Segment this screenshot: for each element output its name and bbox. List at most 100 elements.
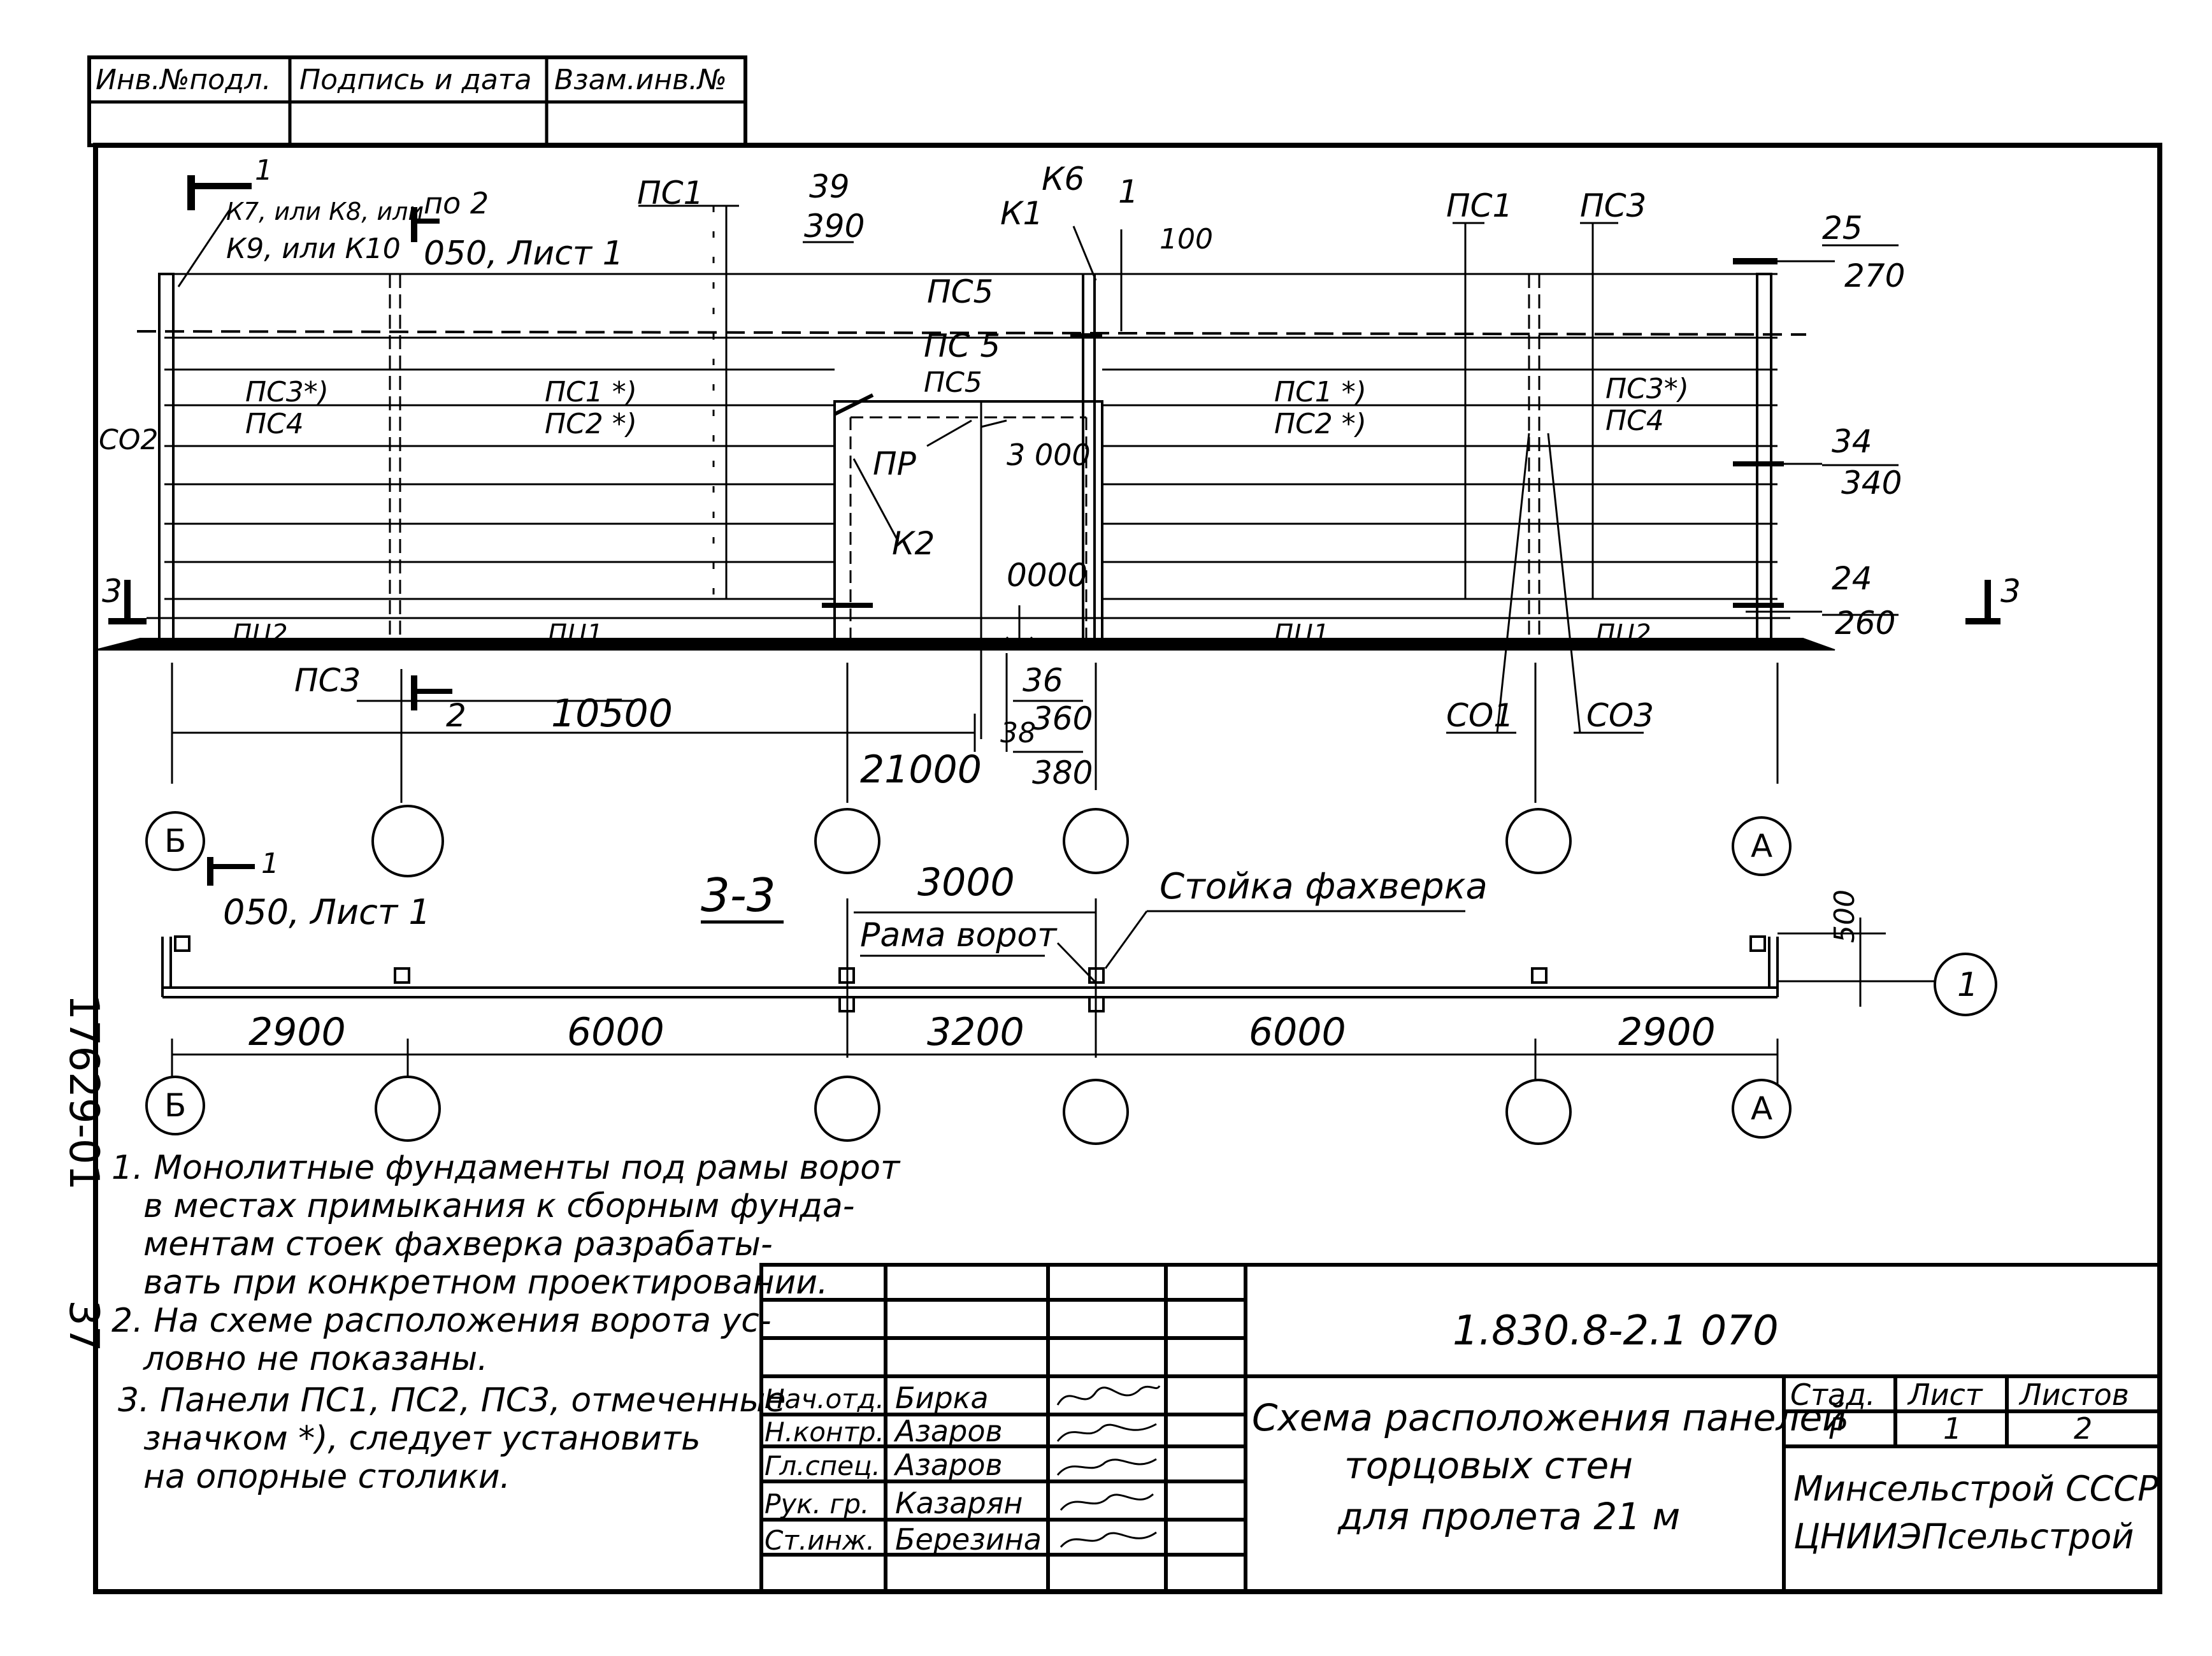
label-34: 34: [1832, 423, 1872, 460]
role-2: Н.контр.: [765, 1416, 884, 1448]
signature: [1059, 1493, 1154, 1511]
side-stamp-number: 17629-01: [60, 994, 107, 1190]
label-ps3s-left: ПС3*): [245, 376, 329, 408]
label-ps2s-right: ПС2 *): [1274, 408, 1367, 440]
role-3: Гл.спец.: [765, 1450, 880, 1481]
label-260: 260: [1835, 605, 1895, 642]
axis-label-b-bottom: Б: [164, 1087, 186, 1124]
note-line: ментам стоек фахверка разрабаты-: [143, 1225, 773, 1264]
axis-bubble: [814, 1076, 880, 1142]
dim-500: 500: [1828, 889, 1861, 943]
label-39: 39: [809, 168, 850, 205]
label-pc2-right: ПЦ2: [1596, 619, 1651, 649]
label-section-3-left: 3: [102, 573, 122, 610]
axis-bubbles-top: [145, 805, 1792, 877]
label-ps1s-right: ПС1 *): [1274, 376, 1367, 408]
name-5: Березина: [895, 1522, 1042, 1557]
label-ps1-right: ПС1: [1446, 187, 1512, 224]
label-ps1s-left: ПС1 *): [545, 376, 637, 408]
axis-bubble-b-bottom: [145, 1076, 205, 1135]
signatures: [1056, 1385, 1161, 1548]
inventory-col-1: Инв.№подл.: [96, 64, 271, 96]
axis-bubble: [1063, 1079, 1129, 1145]
dim-3200: 3200: [927, 1010, 1024, 1055]
notes: 1. Монолитные фундаменты под рамы ворот …: [111, 1149, 901, 1496]
label-pc1-right: ПЦ1: [1274, 619, 1330, 649]
label-ps1-left: ПС1: [637, 175, 703, 212]
label-38: 38: [1000, 717, 1036, 749]
dim-21000: 21000: [860, 747, 982, 792]
callout-bubble-1: [1934, 953, 1997, 1016]
elevation-drawing: [95, 175, 2000, 803]
label-co1: СО1: [1446, 697, 1514, 734]
label-co3: СО3: [1586, 697, 1654, 734]
callout-1: 1: [1957, 966, 1978, 1004]
signature: [1056, 1423, 1157, 1442]
dim-6000-right: 6000: [1249, 1010, 1346, 1055]
axis-bubble: [1063, 808, 1129, 874]
note-line: ловно не показаны.: [143, 1340, 488, 1378]
inventory-col-2: Подпись и дата: [299, 64, 531, 96]
ground-hatch: [95, 638, 1835, 651]
label-ps3s-right: ПС3*): [1605, 373, 1689, 405]
note-line: значком *), следует установить: [143, 1420, 701, 1458]
sheets-label: Листов: [2018, 1378, 2129, 1412]
ref-sheet-050: 050, Лист 1: [424, 234, 624, 273]
label-380: 380: [1032, 754, 1093, 791]
axis-label-a-bottom: А: [1751, 1090, 1772, 1127]
axis-bubble: [1505, 808, 1572, 874]
title-block: 1.830.8-2.1 070 Схема расположения панел…: [765, 1307, 2158, 1557]
doc-code: 1.830.8-2.1 070: [1453, 1307, 1779, 1355]
axis-bubble-b-top: [145, 811, 205, 871]
stage-value: Р: [1828, 1411, 1846, 1446]
axis-bubble: [371, 805, 444, 877]
label-k1: К1: [1000, 195, 1043, 232]
org-line2: ЦНИИЭПсельстрой: [1793, 1516, 2134, 1557]
axis-bubble-a-top: [1732, 816, 1792, 876]
title-block-grid: [759, 1263, 2162, 1594]
label-co2: СО2: [99, 424, 158, 456]
sheet-label: Лист: [1907, 1378, 1983, 1412]
axis-bubble: [1505, 1079, 1572, 1145]
axis-label-b-top: Б: [164, 823, 186, 860]
note-line: 2. На схеме расположения ворота ус-: [111, 1302, 772, 1340]
plan-section: [161, 857, 1937, 1102]
label-pc1-left: ПЦ1: [548, 619, 603, 649]
inventory-col-3: Взам.инв.№: [554, 64, 727, 96]
label-section-2: 2: [446, 697, 466, 734]
name-3: Азаров: [893, 1448, 1003, 1482]
role-5: Ст.инж.: [765, 1525, 875, 1556]
label-100: 100: [1160, 223, 1213, 256]
sheets-value: 2: [2074, 1411, 2092, 1446]
plan-labels: 3-3 1 050, Лист 1 3000 Рама ворот Стойка…: [223, 847, 1978, 1055]
ref-sheet-2: по 2: [424, 186, 489, 220]
sheet-value: 1: [1943, 1411, 1962, 1446]
label-ps4-left: ПС4: [245, 408, 304, 440]
stage-label: Стад.: [1790, 1378, 1876, 1412]
label-pr: ПР: [873, 445, 917, 482]
label-mark-1: 1: [1118, 173, 1138, 210]
axis-label-a-top: А: [1751, 828, 1772, 865]
label-ps5-c: ПС5: [924, 366, 982, 399]
name-2: Азаров: [893, 1414, 1003, 1448]
role-4: Рук. гр.: [765, 1488, 869, 1520]
label-24: 24: [1832, 560, 1872, 597]
label-270: 270: [1844, 257, 1905, 294]
section-mark-1: 1: [255, 154, 273, 187]
role-1: Нач.отд.: [765, 1383, 884, 1415]
note-line: в местах примыкания к сборным фунда-: [143, 1187, 854, 1225]
label-340: 340: [1841, 464, 1902, 501]
dim-2900-left: 2900: [248, 1010, 346, 1055]
label-36: 36: [1023, 662, 1063, 699]
inventory-header: Инв.№подл. Подпись и дата Взам.инв.№: [96, 64, 727, 96]
label-25: 25: [1822, 210, 1863, 247]
label-k2: К2: [892, 525, 935, 562]
signature: [1056, 1385, 1161, 1406]
name-4: Казарян: [895, 1486, 1023, 1520]
label-ps5-b: ПС 5: [924, 328, 1000, 364]
label-ps4-right: ПС4: [1605, 405, 1664, 437]
name-1: Бирка: [895, 1381, 989, 1415]
plan-ref-sheet: 050, Лист 1: [223, 892, 431, 932]
label-ps3-bottom: ПС3: [294, 662, 361, 699]
